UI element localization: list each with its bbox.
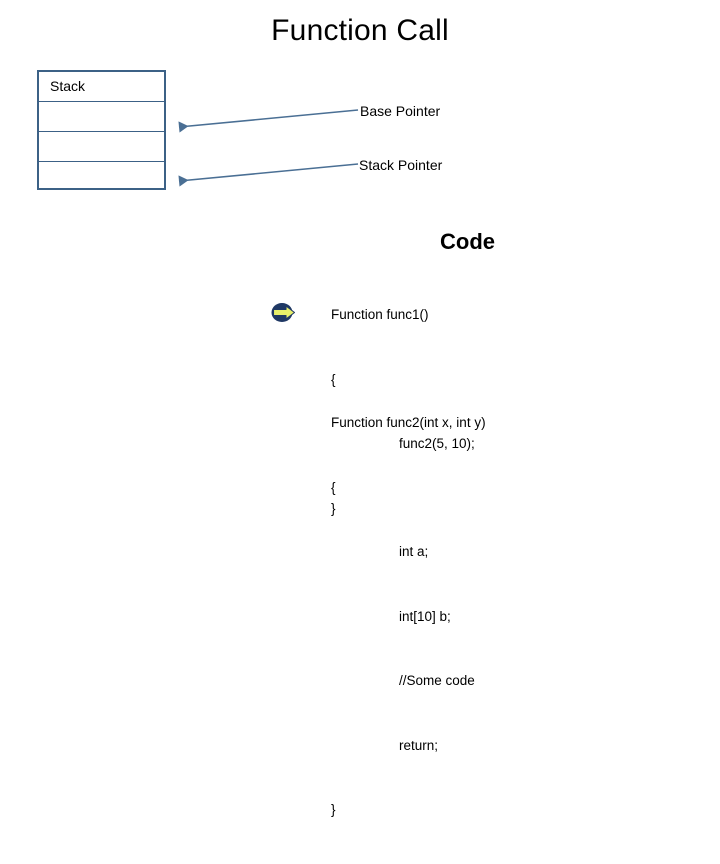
code-line: { [331,479,336,495]
base-pointer-label: Base Pointer [360,103,441,119]
code-line: func2(5, 10); [399,436,475,451]
right-arrow-marker-icon [271,303,296,322]
stack-cell-2 [39,132,164,162]
code-heading: Code [440,229,495,254]
stack-cell-1 [39,102,164,132]
stack-cell-3 [39,162,164,192]
stack-label: Stack [50,78,86,94]
code-block-func2: Function func2(int x, int y) { int a; in… [331,369,486,864]
page-title: Function Call [271,14,449,47]
code-line: { [331,371,336,387]
code-line: //Some code [399,673,475,688]
code-line: Function func1() [331,307,429,322]
slide-canvas: Function Call Stack Base Pointer Stack P… [37,14,495,817]
stack-diagram: Stack [37,70,166,190]
code-line: } [331,802,336,817]
stack-pointer-arrow [178,163,359,187]
code-block-func1: Function func1() { func2(5, 10); } [331,261,475,562]
code-line: } [331,500,336,516]
code-line: Function func2(int x, int y) [331,415,486,430]
code-line: int[10] b; [399,608,451,624]
stack-pointer-label: Stack Pointer [359,157,443,173]
stack-cell-0 [39,72,164,102]
base-pointer-arrow [178,109,359,133]
code-line: int a; [399,544,429,559]
code-line: return; [399,737,439,753]
